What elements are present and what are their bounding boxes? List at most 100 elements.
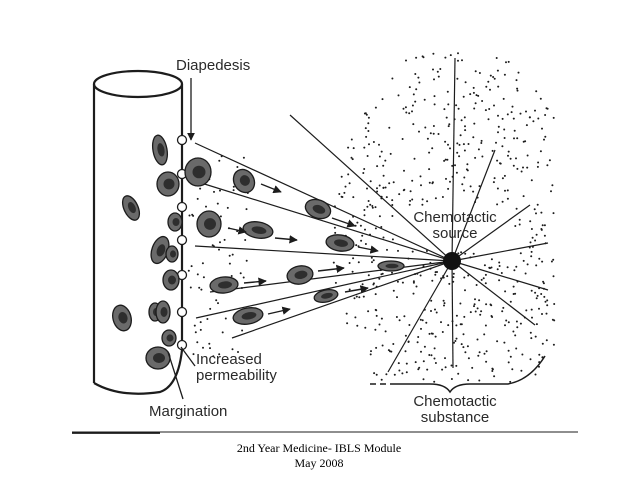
substance-dot — [530, 250, 533, 253]
substance-dot — [504, 189, 506, 192]
substance-dot — [340, 175, 343, 178]
substance-dot — [505, 319, 508, 322]
substance-dot — [202, 346, 204, 349]
substance-dot — [516, 89, 519, 92]
leukocyte-nucleus — [385, 263, 399, 269]
gradient-ray — [209, 260, 453, 293]
gradient-ray — [451, 260, 549, 291]
substance-dot — [444, 366, 447, 369]
substance-dot — [385, 373, 388, 376]
substance-dot — [455, 171, 458, 174]
endothelial-pore — [176, 306, 188, 318]
substance-dot — [409, 190, 412, 193]
substance-dot — [541, 127, 543, 130]
substance-dot — [384, 330, 387, 333]
substance-dot — [366, 155, 369, 157]
substance-dot — [432, 125, 435, 127]
substance-dot — [411, 104, 414, 107]
substance-dot — [382, 174, 385, 177]
substance-dot — [489, 88, 491, 91]
substance-dot — [376, 190, 379, 193]
substance-dot — [365, 113, 368, 116]
substance-dot — [372, 283, 375, 286]
substance-dot — [478, 351, 481, 354]
substance-dot — [425, 321, 428, 324]
substance-dot — [376, 187, 378, 190]
substance-dot — [420, 327, 422, 330]
substance-dot — [455, 324, 458, 327]
substance-dot — [344, 185, 347, 188]
substance-dot — [223, 238, 226, 241]
substance-dot — [467, 357, 470, 360]
substance-dot — [392, 289, 395, 292]
substance-dot — [485, 360, 488, 363]
substance-dot — [433, 357, 436, 360]
substance-dot — [500, 272, 503, 274]
substance-dot — [242, 276, 245, 279]
substance-dot — [524, 272, 527, 275]
substance-dot — [351, 158, 354, 161]
substance-dot — [551, 184, 554, 187]
substance-dot — [502, 306, 505, 309]
margination-leader — [167, 351, 184, 400]
leukocyte-nucleus — [334, 239, 348, 247]
substance-dot — [472, 91, 475, 94]
substance-dot — [338, 193, 341, 195]
substance-dot — [196, 341, 199, 344]
substance-dot — [350, 156, 353, 159]
migration-arrow — [357, 245, 379, 254]
substance-dot — [408, 112, 411, 115]
substance-dot — [217, 302, 219, 305]
substance-dot — [473, 107, 476, 110]
substance-dot — [515, 347, 518, 350]
substance-dot — [364, 326, 367, 329]
substance-dot — [489, 74, 492, 77]
substance-dot — [540, 211, 543, 214]
substance-dot — [492, 181, 495, 184]
caption-line1: 2nd Year Medicine- IBLS Module — [236, 441, 402, 455]
substance-dot — [374, 293, 377, 296]
substance-dot — [502, 97, 505, 100]
substance-dot — [372, 141, 375, 143]
substance-dot — [454, 164, 456, 167]
substance-dot — [368, 143, 370, 146]
gradient-ray — [451, 242, 549, 262]
substance-dot — [515, 207, 518, 210]
substance-dot — [535, 233, 538, 236]
substance-dot — [382, 236, 385, 239]
substance-dot — [501, 177, 504, 180]
leukocyte — [155, 300, 171, 324]
substance-dot — [198, 286, 201, 289]
substance-dot — [463, 116, 466, 119]
substance-dot — [354, 316, 357, 319]
substance-dot — [398, 369, 401, 372]
substance-dot — [201, 262, 204, 265]
substance-dot — [374, 308, 377, 311]
substance-dot — [407, 341, 410, 343]
substance-dot — [421, 198, 424, 201]
substance-dot — [451, 164, 454, 167]
substance-dot — [433, 380, 436, 383]
substance-dot — [526, 166, 529, 169]
substance-dot — [373, 372, 376, 375]
substance-dot — [469, 93, 472, 96]
substance-dot — [497, 131, 499, 134]
substance-dot — [370, 256, 373, 259]
substance-dot — [199, 187, 202, 190]
substance-dot — [402, 107, 405, 110]
leukocyte — [325, 234, 355, 252]
substance-dot — [431, 147, 434, 150]
substance-dot — [491, 370, 494, 372]
substance-dot — [188, 214, 191, 217]
substance-dot — [466, 345, 469, 348]
substance-dot — [477, 94, 480, 97]
substance-dot — [405, 111, 408, 114]
substance-dot — [411, 250, 414, 253]
substance-dot — [226, 206, 229, 209]
substance-dot — [546, 304, 549, 307]
substance-dot — [401, 138, 404, 140]
leukocyte — [121, 195, 141, 221]
substance-dot — [401, 281, 404, 284]
substance-dot — [398, 319, 401, 322]
substance-dot — [218, 159, 221, 162]
